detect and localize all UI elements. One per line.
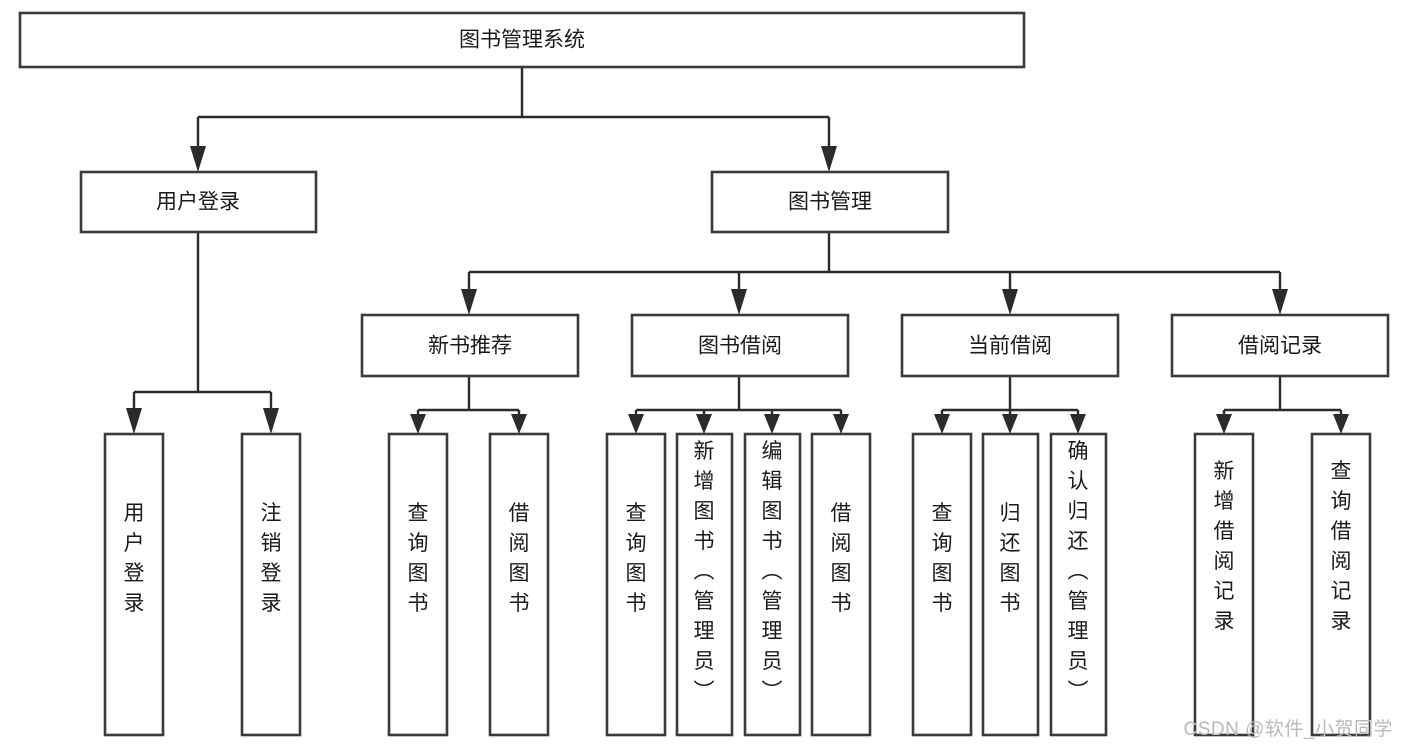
leaf-box-new-book-query: [387, 432, 449, 737]
arrow-book-mgmt: [821, 146, 837, 172]
leaf-box-new-book-borrow: [488, 432, 550, 737]
leaf-label-book-borrow-edit: 编辑图书︵管理员︶: [762, 440, 783, 703]
leaf-box-borrow-record-add: [1193, 432, 1255, 737]
leaf-label-book-borrow-query: 查询图书: [626, 502, 647, 615]
leaf-label-book-borrow-borrow: 借阅图书: [831, 502, 852, 615]
leaf-node-current-borrow-return[interactable]: 归还图书: [981, 432, 1040, 737]
leaf-node-new-book-borrow[interactable]: 借阅图书: [488, 432, 550, 737]
leaf-node-user-login-logout[interactable]: 注销登录: [240, 432, 302, 737]
node-user-login[interactable]: 用户登录: [79, 170, 318, 234]
leaf-label-user-login-logout: 注销登录: [261, 502, 282, 615]
leaf-label-borrow-record-add: 新增借阅记录: [1214, 460, 1235, 633]
arrow-leaf-borrow-record-2: [1333, 414, 1349, 434]
leaf-node-book-borrow-edit[interactable]: 编辑图书︵管理员︶: [743, 432, 802, 737]
leaf-box-book-borrow-add: [675, 432, 734, 737]
node-book-management-box: [710, 170, 950, 234]
node-new-book-recommend[interactable]: 新书推荐: [360, 313, 580, 378]
arrow-leaf-current-borrow-3: [1070, 414, 1086, 434]
leaf-node-borrow-record-query[interactable]: 查询借阅记录: [1310, 432, 1372, 737]
node-user-login-box: [79, 170, 318, 234]
leaf-label-new-book-borrow: 借阅图书: [509, 502, 530, 615]
leaf-box-user-login-logout: [240, 432, 302, 737]
leaf-label-current-borrow-return: 归还图书: [1000, 502, 1021, 615]
leaf-label-new-book-query: 查询图书: [408, 502, 429, 615]
arrow-leaf-user-login-1: [126, 408, 142, 434]
node-book-borrow-box: [630, 313, 850, 378]
leaf-box-current-borrow-confirm: [1049, 432, 1108, 737]
connector-borrow-record-to-leaves: [1216, 376, 1349, 434]
arrow-leaf-current-borrow-2: [1002, 414, 1018, 434]
node-book-borrow[interactable]: 图书借阅: [630, 313, 850, 378]
node-new-book-recommend-box: [360, 313, 580, 378]
connector-root-to-level2: [190, 67, 837, 172]
node-borrow-record-box: [1170, 313, 1390, 378]
arrow-new-book-recommend: [461, 289, 477, 315]
arrow-leaf-book-borrow-3: [764, 414, 780, 434]
leaf-label-book-borrow-add: 新增图书︵管理员︶: [694, 440, 715, 703]
leaf-box-current-borrow-return: [981, 432, 1040, 737]
leaf-label-user-login-login: 用户登录: [124, 502, 145, 615]
csdn-watermark: CSDN @软件_小贺同学: [1183, 719, 1393, 740]
leaf-label-borrow-record-query: 查询借阅记录: [1331, 460, 1352, 633]
leaf-node-new-book-query[interactable]: 查询图书: [387, 432, 449, 737]
arrow-leaf-user-login-2: [263, 408, 279, 434]
connector-new-book-to-leaves: [410, 376, 527, 434]
connector-book-borrow-to-leaves: [628, 376, 849, 434]
leaf-box-user-login-login: [103, 432, 165, 737]
arrow-leaf-borrow-record-1: [1216, 414, 1232, 434]
arrow-leaf-new-book-2: [511, 414, 527, 434]
arrow-leaf-current-borrow-1: [934, 414, 950, 434]
arrow-book-borrow: [731, 289, 747, 315]
leaf-node-current-borrow-query[interactable]: 查询图书: [911, 432, 973, 737]
arrow-leaf-book-borrow-4: [833, 414, 849, 434]
node-book-management-label: 图书管理: [788, 191, 872, 214]
node-borrow-record[interactable]: 借阅记录: [1170, 313, 1390, 378]
node-current-borrow[interactable]: 当前借阅: [900, 313, 1120, 378]
connector-current-borrow-to-leaves: [934, 376, 1086, 434]
arrow-borrow-record: [1272, 289, 1288, 315]
node-root-label: 图书管理系统: [459, 29, 585, 52]
leaf-label-current-borrow-query: 查询图书: [932, 502, 953, 615]
arrow-leaf-book-borrow-2: [696, 414, 712, 434]
arrow-leaf-book-borrow-1: [628, 414, 644, 434]
node-book-borrow-label: 图书借阅: [698, 335, 782, 358]
arrow-leaf-new-book-1: [410, 414, 426, 434]
node-new-book-recommend-label: 新书推荐: [428, 335, 512, 358]
leaf-box-book-borrow-borrow: [810, 432, 872, 737]
leaf-node-book-borrow-query[interactable]: 查询图书: [605, 432, 667, 737]
leaf-box-current-borrow-query: [911, 432, 973, 737]
leaf-node-book-borrow-borrow[interactable]: 借阅图书: [810, 432, 872, 737]
leaf-node-user-login-login[interactable]: 用户登录: [103, 432, 165, 737]
arrow-current-borrow: [1002, 289, 1018, 315]
node-book-management[interactable]: 图书管理: [710, 170, 950, 234]
leaf-box-borrow-record-query: [1310, 432, 1372, 737]
node-root-box: [18, 11, 1026, 69]
leaf-node-book-borrow-add[interactable]: 新增图书︵管理员︶: [675, 432, 734, 737]
connector-book-mgmt-to-level3: [461, 232, 1288, 315]
node-root-book-management-system[interactable]: 图书管理系统: [18, 11, 1026, 69]
leaf-box-book-borrow-query: [605, 432, 667, 737]
leaf-node-current-borrow-confirm[interactable]: 确认归还︵管理员︶: [1049, 432, 1108, 737]
leaf-node-borrow-record-add[interactable]: 新增借阅记录: [1193, 432, 1255, 737]
node-borrow-record-label: 借阅记录: [1238, 335, 1322, 358]
leaf-label-current-borrow-confirm: 确认归还︵管理员︶: [1068, 440, 1089, 703]
leaf-box-book-borrow-edit: [743, 432, 802, 737]
node-current-borrow-box: [900, 313, 1120, 378]
connector-user-login-to-leaves: [126, 232, 279, 434]
node-user-login-label: 用户登录: [156, 191, 240, 214]
arrow-user-login: [190, 146, 206, 172]
node-current-borrow-label: 当前借阅: [968, 335, 1052, 358]
